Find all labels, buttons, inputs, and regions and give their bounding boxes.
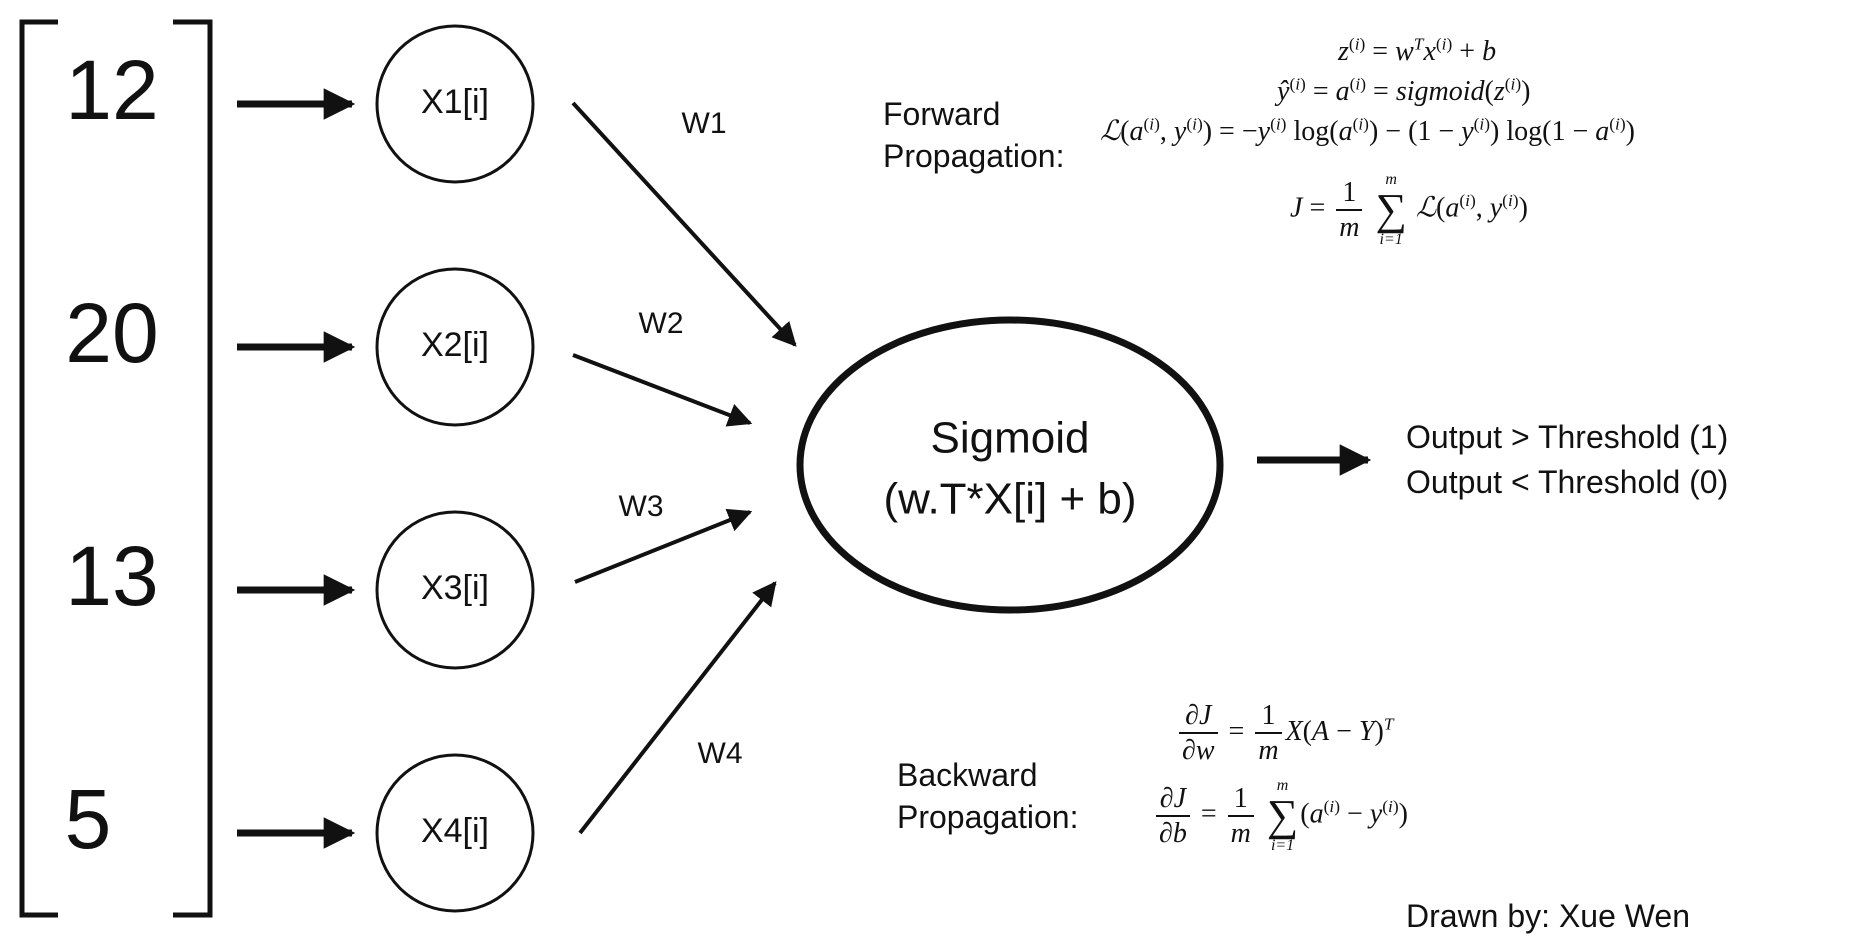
- vector-value: 5: [65, 772, 112, 866]
- weight-arrow-w2: [572, 353, 753, 427]
- forward-equation-yhat: ŷ(i) = a(i) = sigmoid(z(i)): [1277, 74, 1531, 107]
- weight-arrow-w4: [578, 581, 777, 835]
- output-rule-negative: Output < Threshold (0): [1406, 464, 1729, 500]
- forward-label-line2: Propagation:: [883, 137, 1065, 174]
- weight-arrow-w1: [571, 101, 797, 347]
- backward-label-line2: Propagation:: [897, 798, 1079, 835]
- backward-propagation-label: Backward Propagation:: [897, 755, 1078, 838]
- sigmoid-node-title: Sigmoid: [931, 414, 1090, 463]
- forward-label-line1: Forward: [883, 96, 1001, 132]
- vector-value: 12: [65, 43, 158, 137]
- vector-value: 20: [65, 286, 158, 380]
- input-node-label: X4[i]: [421, 812, 489, 850]
- input-node-x3: X3[i]: [375, 510, 535, 670]
- input-node-x4: X4[i]: [375, 753, 535, 913]
- vector-bracket-right: [173, 19, 213, 918]
- forward-propagation-label: Forward Propagation:: [883, 94, 1064, 177]
- input-node-label: X3[i]: [421, 569, 489, 607]
- input-node-label: X1[i]: [421, 83, 489, 121]
- forward-equation-z: z(i) = wTx(i) + b: [1338, 34, 1497, 67]
- forward-equation-loss: ℒ(a(i), y(i)) = −y(i) log(a(i)) − (1 − y…: [1100, 114, 1635, 147]
- input-node-label: X2[i]: [421, 326, 489, 364]
- input-node-x2: X2[i]: [375, 267, 535, 427]
- output-rule-positive: Output > Threshold (1): [1406, 419, 1729, 455]
- author-credit: Drawn by: Xue Wen: [1406, 898, 1690, 934]
- weight-label-w2: W2: [639, 307, 684, 340]
- backward-label-line1: Backward: [897, 757, 1038, 793]
- weight-label-w1: W1: [682, 107, 727, 140]
- sigmoid-node: Sigmoid (w.T*X[i] + b): [796, 316, 1224, 614]
- input-node-x1: X1[i]: [375, 24, 535, 184]
- weight-arrow-w3: [574, 508, 753, 584]
- weight-label-w3: W3: [619, 490, 664, 523]
- vector-bracket-left: [19, 19, 58, 918]
- vector-value: 13: [65, 529, 158, 623]
- sigmoid-node-formula: (w.T*X[i] + b): [883, 475, 1136, 524]
- weight-label-w4: W4: [698, 737, 743, 770]
